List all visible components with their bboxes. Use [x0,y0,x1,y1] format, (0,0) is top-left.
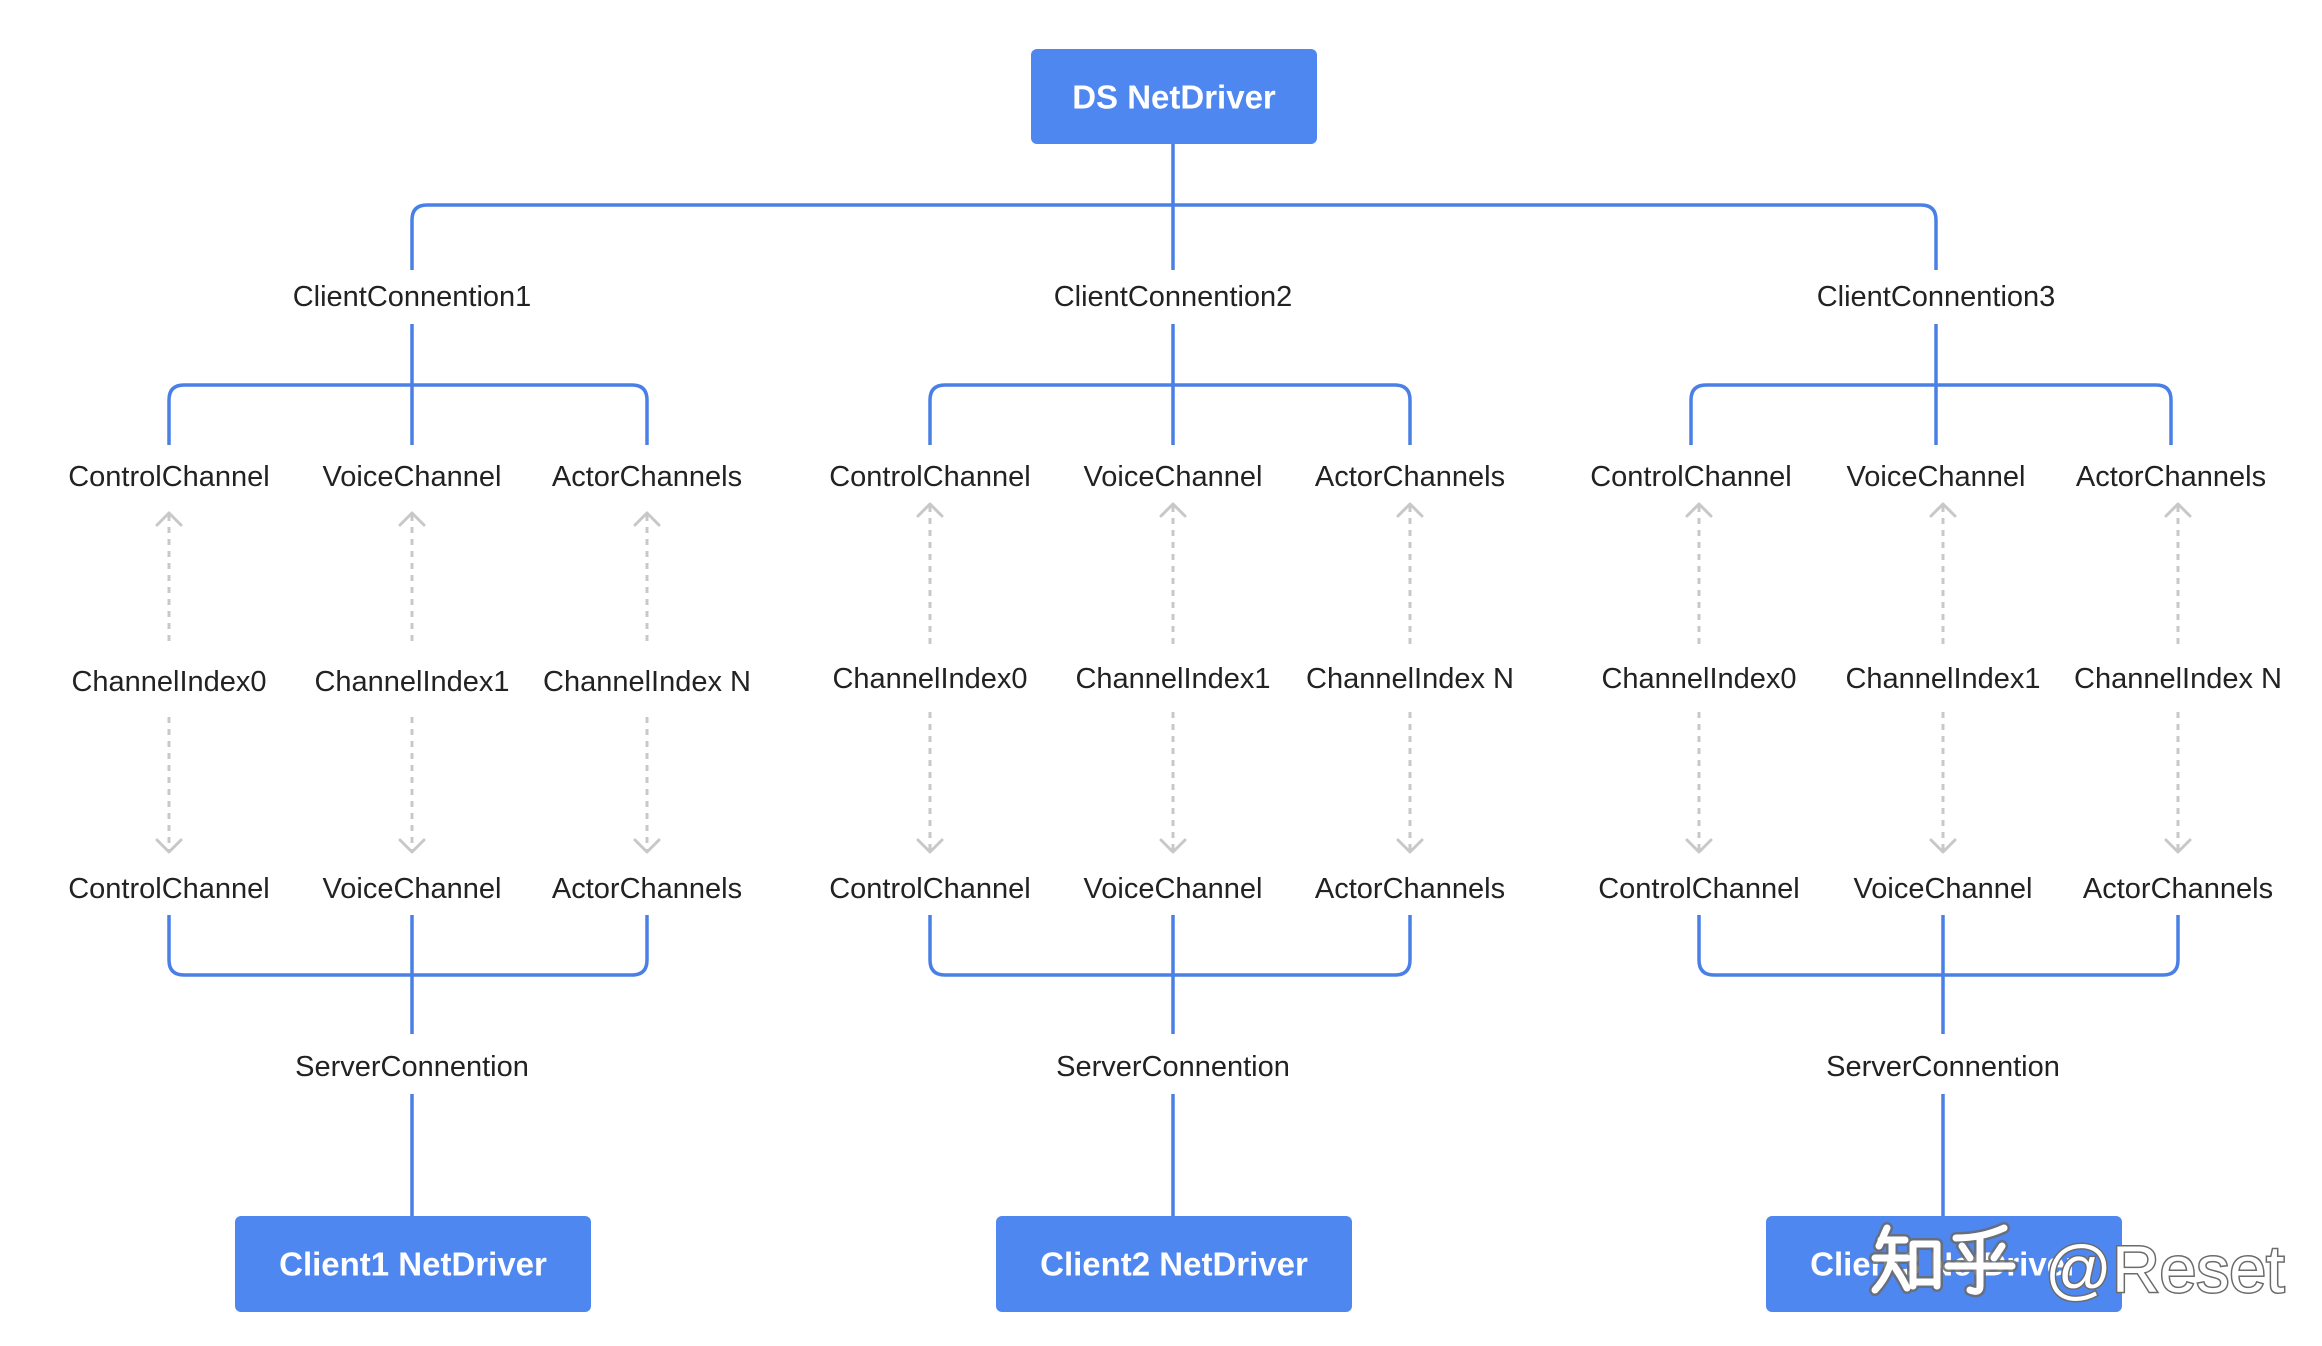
connection-3-bottom-controlchannel-label: ControlChannel [1598,873,1800,905]
client-connection-1-label: ClientConnention1 [293,281,532,313]
client-connection-1-channel-bracket [167,383,649,445]
connection-2-top-controlchannel-label: ControlChannel [829,461,1031,493]
connection-3-channelindex0-label: ChannelIndex0 [1601,663,1796,695]
watermark-glyph-hu [1942,1222,2018,1298]
connection-1-channelindex0-label: ChannelIndex0 [71,666,266,698]
client-1-netdriver-node: Client1 NetDriver [235,1216,591,1312]
connection-1-channelindex-n-label: ChannelIndex N [543,666,751,698]
client-connection-3-label: ClientConnention3 [1817,281,2056,313]
connector-lines [167,144,2180,1216]
connection-3-index-0-down-arrowhead [1685,838,1713,854]
server-branch-bar [410,203,1938,270]
connection-3-channelindex1-label: ChannelIndex1 [1845,663,2040,695]
connection-1-index-1-down-arrowhead [398,838,426,854]
connection-2-bottom-actorchannels-label: ActorChannels [1315,873,1505,905]
connection-2-top-voicechannel-label: VoiceChannel [1084,461,1263,493]
client-1-netdriver-box [235,1216,591,1312]
server-connection-1-label: ServerConnention [295,1051,529,1083]
connection-1-index-0-up-arrowhead [155,511,183,527]
client-2-netdriver-box [996,1216,1352,1312]
client-1-netdriver-label: Client1 NetDriver [279,1246,547,1283]
connection-1-top-voicechannel-label: VoiceChannel [323,461,502,493]
connection-1-top-controlchannel-label: ControlChannel [68,461,270,493]
connection-3-top-actorchannels-label: ActorChannels [2076,461,2266,493]
connection-1-channelindex1-label: ChannelIndex1 [314,666,509,698]
watermark-glyph-hu-fill [1944,1224,2016,1295]
ds-netdriver-node: DS NetDriver [1031,49,1317,144]
connection-3-top-voicechannel-label: VoiceChannel [1847,461,2026,493]
channel-index-arrows [155,502,2192,854]
connection-1-bottom-actorchannels-label: ActorChannels [552,873,742,905]
server-connection-1-channel-bracket [167,915,649,977]
connection-2-channelindex0-label: ChannelIndex0 [832,663,1027,695]
connection-2-index-0-down-arrowhead [916,838,944,854]
connection-3-bottom-actorchannels-label: ActorChannels [2083,873,2273,905]
watermark-handle-text: @Reset [2045,1232,2284,1306]
server-connection-2-channel-bracket [928,915,1412,977]
server-connection-2-label: ServerConnention [1056,1051,1290,1083]
connection-1-index-1-up-arrowhead [398,511,426,527]
client-connection-2-channel-bracket [928,383,1412,445]
server-connection-3-label: ServerConnention [1826,1051,2060,1083]
connection-1-bottom-controlchannel-label: ControlChannel [68,873,270,905]
client-connection-3-channel-bracket [1689,383,2173,445]
client-2-netdriver-label: Client2 NetDriver [1040,1246,1308,1283]
connection-3-index-2-up-arrowhead [2164,502,2192,518]
connection-2-channelindex1-label: ChannelIndex1 [1075,663,1270,695]
connection-3-bottom-voicechannel-label: VoiceChannel [1854,873,2033,905]
connection-2-bottom-controlchannel-label: ControlChannel [829,873,1031,905]
connection-2-index-1-down-arrowhead [1159,838,1187,854]
watermark-glyph-zhi [1869,1222,1943,1296]
connection-2-index-2-down-arrowhead [1396,838,1424,854]
watermark-zhihu-logo [1869,1222,2018,1298]
connection-3-index-1-down-arrowhead [1929,838,1957,854]
connection-3-top-controlchannel-label: ControlChannel [1590,461,1792,493]
watermark-glyph-zhi-fill [1871,1224,1941,1294]
connection-2-index-1-up-arrowhead [1159,502,1187,518]
connection-2-top-actorchannels-label: ActorChannels [1315,461,1505,493]
client-connection-2-label: ClientConnention2 [1054,281,1293,313]
connection-3-index-2-down-arrowhead [2164,838,2192,854]
connection-3-channelindex-n-label: ChannelIndex N [2074,663,2282,695]
ds-netdriver-box [1031,49,1317,144]
ds-netdriver-label: DS NetDriver [1072,79,1276,116]
server-connection-3-channel-bracket [1697,915,2180,977]
connection-3-index-0-up-arrowhead [1685,502,1713,518]
connection-1-bottom-voicechannel-label: VoiceChannel [323,873,502,905]
connection-2-index-2-up-arrowhead [1396,502,1424,518]
client-2-netdriver-node: Client2 NetDriver [996,1216,1352,1312]
connection-2-channelindex-n-label: ChannelIndex N [1306,663,1514,695]
connection-1-top-actorchannels-label: ActorChannels [552,461,742,493]
connection-1-index-2-down-arrowhead [633,838,661,854]
connection-1-index-0-down-arrowhead [155,838,183,854]
connection-3-index-1-up-arrowhead [1929,502,1957,518]
connection-1-index-2-up-arrowhead [633,511,661,527]
connection-2-bottom-voicechannel-label: VoiceChannel [1084,873,1263,905]
watermark: @Reset [1869,1222,2286,1308]
connection-2-index-0-up-arrowhead [916,502,944,518]
